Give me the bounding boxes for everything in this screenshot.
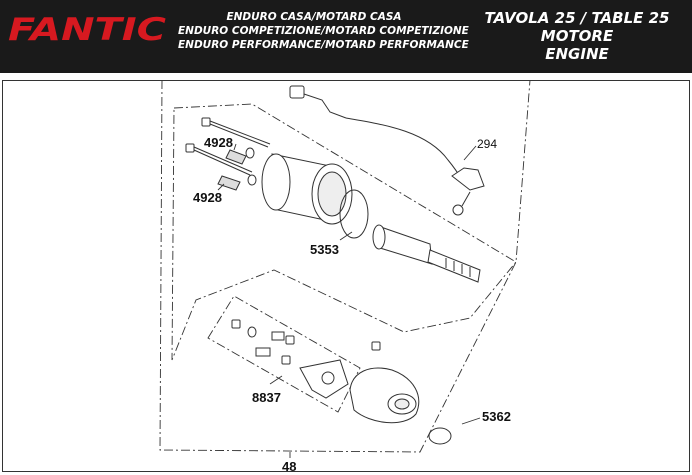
section-title-it: MOTORE [540,27,614,45]
cable-ring-terminal [452,204,464,216]
leader-lines [217,143,481,458]
exploded-view-drawing: 294 4928 4928 5353 8837 5362 48 [2,79,690,474]
cable-terminal-boot [451,167,485,191]
logo-wordmark: FANTIC [8,12,166,46]
callout-8837: 8837 [252,390,281,405]
armature [372,224,481,283]
o-ring-5362 [428,427,452,445]
brush-kit-parts [231,319,349,399]
table-title: TAVOLA 25 / TABLE 25 MOTORE ENGINE [462,9,692,63]
motor-housing [261,153,369,239]
section-title-en: ENGINE [545,45,609,63]
model-line-2: ENDURO COMPETIZIONE/MOTARD COMPETIZIONE [178,25,469,37]
callout-294: 294 [477,137,497,151]
assembly-group-outline [159,79,531,453]
header-bar: FANTIC ENDURO CASA/MOTARD CASA ENDURO CO… [0,0,692,73]
model-list: ENDURO CASA/MOTARD CASA ENDURO COMPETIZI… [178,10,469,52]
starter-cable [289,85,485,216]
long-bolts [185,117,271,191]
o-ring-5353 [339,189,369,239]
callout-48: 48 [282,459,296,474]
callout-5362: 5362 [482,409,511,424]
model-line-3: ENDURO PERFORMANCE/MOTARD PERFORMANCE [178,39,469,51]
drawing-frame [2,80,690,472]
model-line-1: ENDURO CASA/MOTARD CASA [226,11,402,23]
table-number: TAVOLA 25 / TABLE 25 [484,9,670,27]
front-cover [349,341,452,445]
brush-kit-outline [207,295,361,413]
callout-4928-upper: 4928 [204,135,233,150]
callout-5353: 5353 [310,242,339,257]
cable-connector [289,85,305,99]
fantic-logo: FANTIC [8,12,166,46]
callout-4928-lower: 4928 [193,190,222,205]
